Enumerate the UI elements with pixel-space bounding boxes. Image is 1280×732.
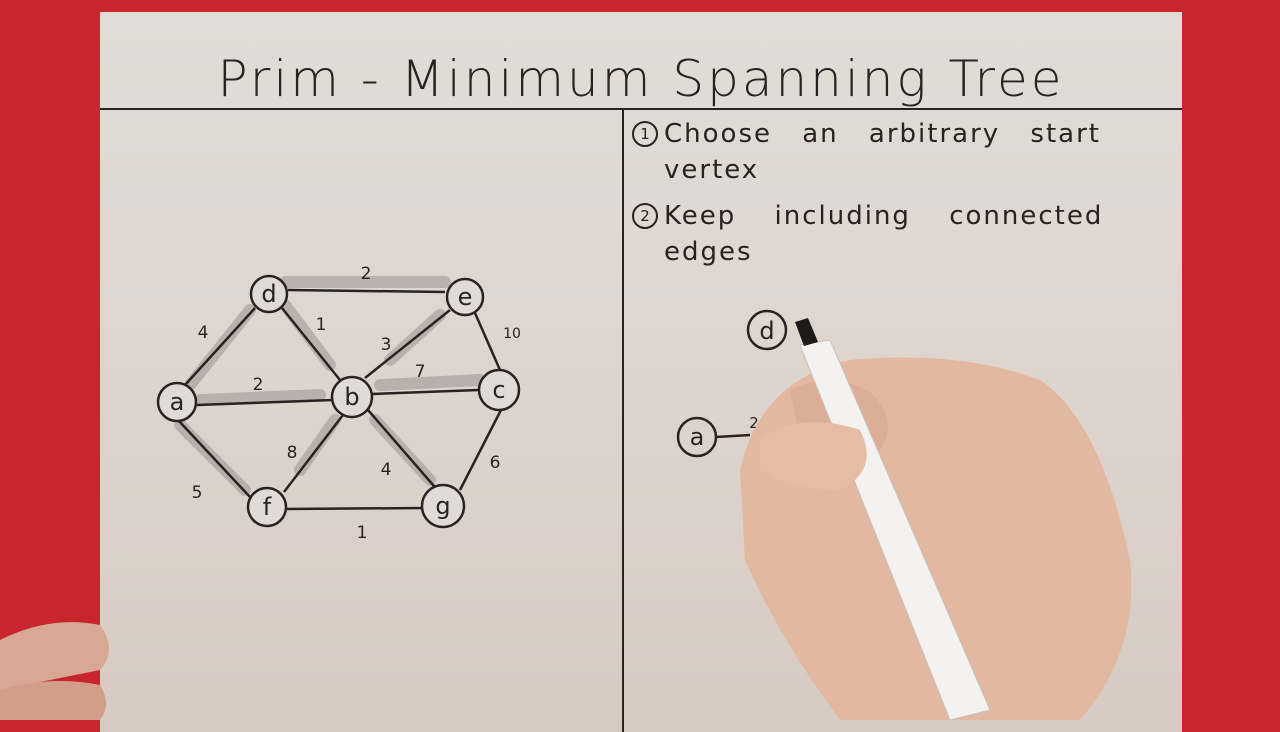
page-title: Prim - Minimum Spanning Tree: [217, 50, 1065, 108]
svg-text:a: a: [690, 423, 705, 451]
svg-text:4: 4: [381, 460, 392, 480]
step-text: Keep including connected edges: [664, 201, 1104, 267]
svg-text:1: 1: [316, 315, 327, 335]
step-1: 1 Choose an arbitrary start vertex: [632, 116, 1172, 188]
vertex-e: [445, 277, 485, 317]
column-divider: [622, 110, 624, 732]
title-divider: [100, 108, 1182, 110]
svg-text:7: 7: [415, 362, 426, 382]
svg-text:3: 3: [381, 335, 392, 355]
step-2: 2 Keep including connected edges: [632, 198, 1172, 270]
left-hand-fingers: [0, 622, 109, 720]
highlight-shading: [174, 276, 486, 496]
edge-weights: 2 4 1 3 10 2 7 5 8 4 6 1: [192, 264, 521, 543]
svg-text:1: 1: [357, 523, 368, 543]
svg-text:c: c: [492, 376, 505, 404]
hand-with-marker: [740, 318, 1132, 720]
step-number: 1: [632, 121, 658, 147]
vertex-b: [330, 375, 374, 419]
vertex-g: [420, 483, 466, 529]
vertex-a: [156, 381, 198, 423]
svg-text:2: 2: [749, 414, 759, 432]
vertex-d: [249, 274, 289, 314]
graph-vertices: [156, 274, 521, 529]
svg-text:4: 4: [198, 323, 209, 343]
svg-text:g: g: [435, 492, 450, 520]
vertex-labels: d e a b c f g: [170, 280, 506, 521]
tree-vertex-d: [746, 309, 788, 351]
partial-spanning-tree: d a 2: [676, 309, 788, 458]
svg-text:b: b: [344, 383, 359, 411]
vertex-c: [477, 368, 521, 412]
svg-text:f: f: [263, 493, 272, 521]
svg-text:5: 5: [192, 483, 203, 503]
vertex-f: [246, 486, 288, 528]
svg-text:d: d: [759, 317, 774, 345]
svg-text:6: 6: [490, 453, 501, 473]
svg-text:2: 2: [361, 264, 372, 284]
step-text: Choose an arbitrary start vertex: [664, 119, 1101, 185]
svg-text:8: 8: [287, 443, 298, 463]
algorithm-steps: 1 Choose an arbitrary start vertex 2 Kee…: [632, 116, 1172, 280]
svg-text:10: 10: [503, 326, 521, 342]
graph-edges: [177, 288, 503, 511]
svg-text:d: d: [261, 280, 276, 308]
svg-text:2: 2: [253, 375, 264, 395]
svg-text:a: a: [170, 388, 185, 416]
step-number: 2: [632, 203, 658, 229]
svg-text:e: e: [458, 283, 473, 311]
